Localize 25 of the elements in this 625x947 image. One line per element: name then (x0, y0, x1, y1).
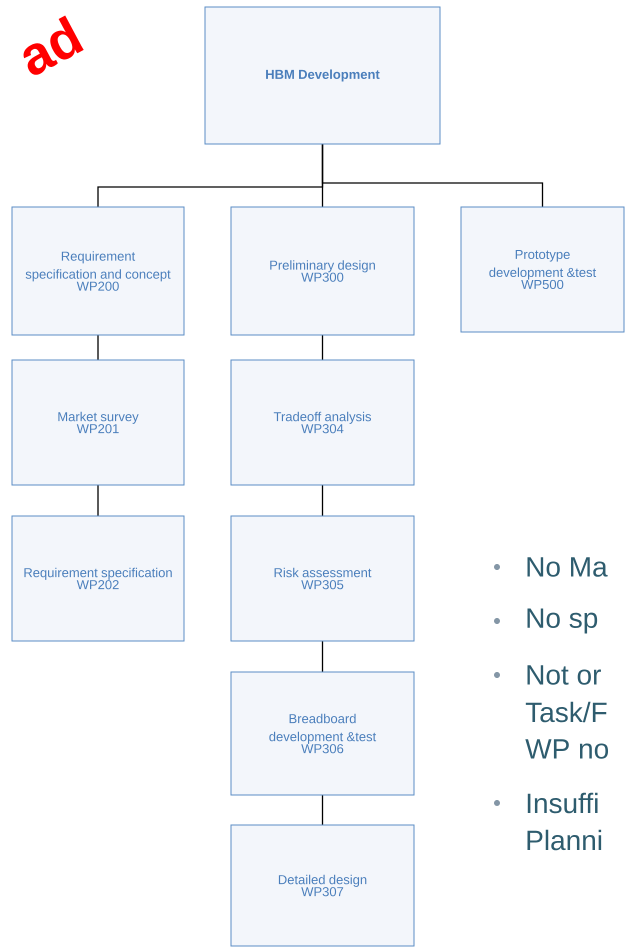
connector-line (322, 796, 324, 824)
bullet-text: Not or (528, 665, 601, 685)
bullet-text: Insuffi (528, 792, 598, 814)
connector-line (97, 486, 99, 516)
wbs-box: Requirement specification and concept WP200 (12, 206, 184, 336)
wbs-box: HBM Development (204, 6, 440, 144)
connector-line (322, 336, 324, 360)
wbs-box: Market survey WP201 (12, 360, 184, 486)
wbs-box: Tradeoff analysis WP304 (230, 360, 414, 486)
bullet-text: No sp (528, 608, 598, 634)
wbs-box: Requirement specification WP202 (12, 516, 184, 642)
wbs-box: Risk assessment WP305 (230, 516, 414, 642)
connector-line (322, 486, 324, 516)
wbs-box: Detailed design WP307 (230, 824, 414, 946)
connector-line (322, 642, 324, 672)
bullet-text: No Ma (528, 557, 608, 577)
wbs-box: Preliminary design WP300 (230, 206, 414, 336)
wbs-box: Prototype development &test WP500 (460, 206, 624, 332)
connector-line (97, 336, 99, 360)
stamp-text: ad (24, 15, 84, 75)
connector-line (322, 144, 544, 206)
bullet-text: WP no (525, 739, 608, 759)
bullet-text: Task/F (526, 702, 607, 722)
bullet-text: Planni (528, 830, 602, 850)
wbs-box: Breadboard development &test WP306 (230, 672, 414, 796)
